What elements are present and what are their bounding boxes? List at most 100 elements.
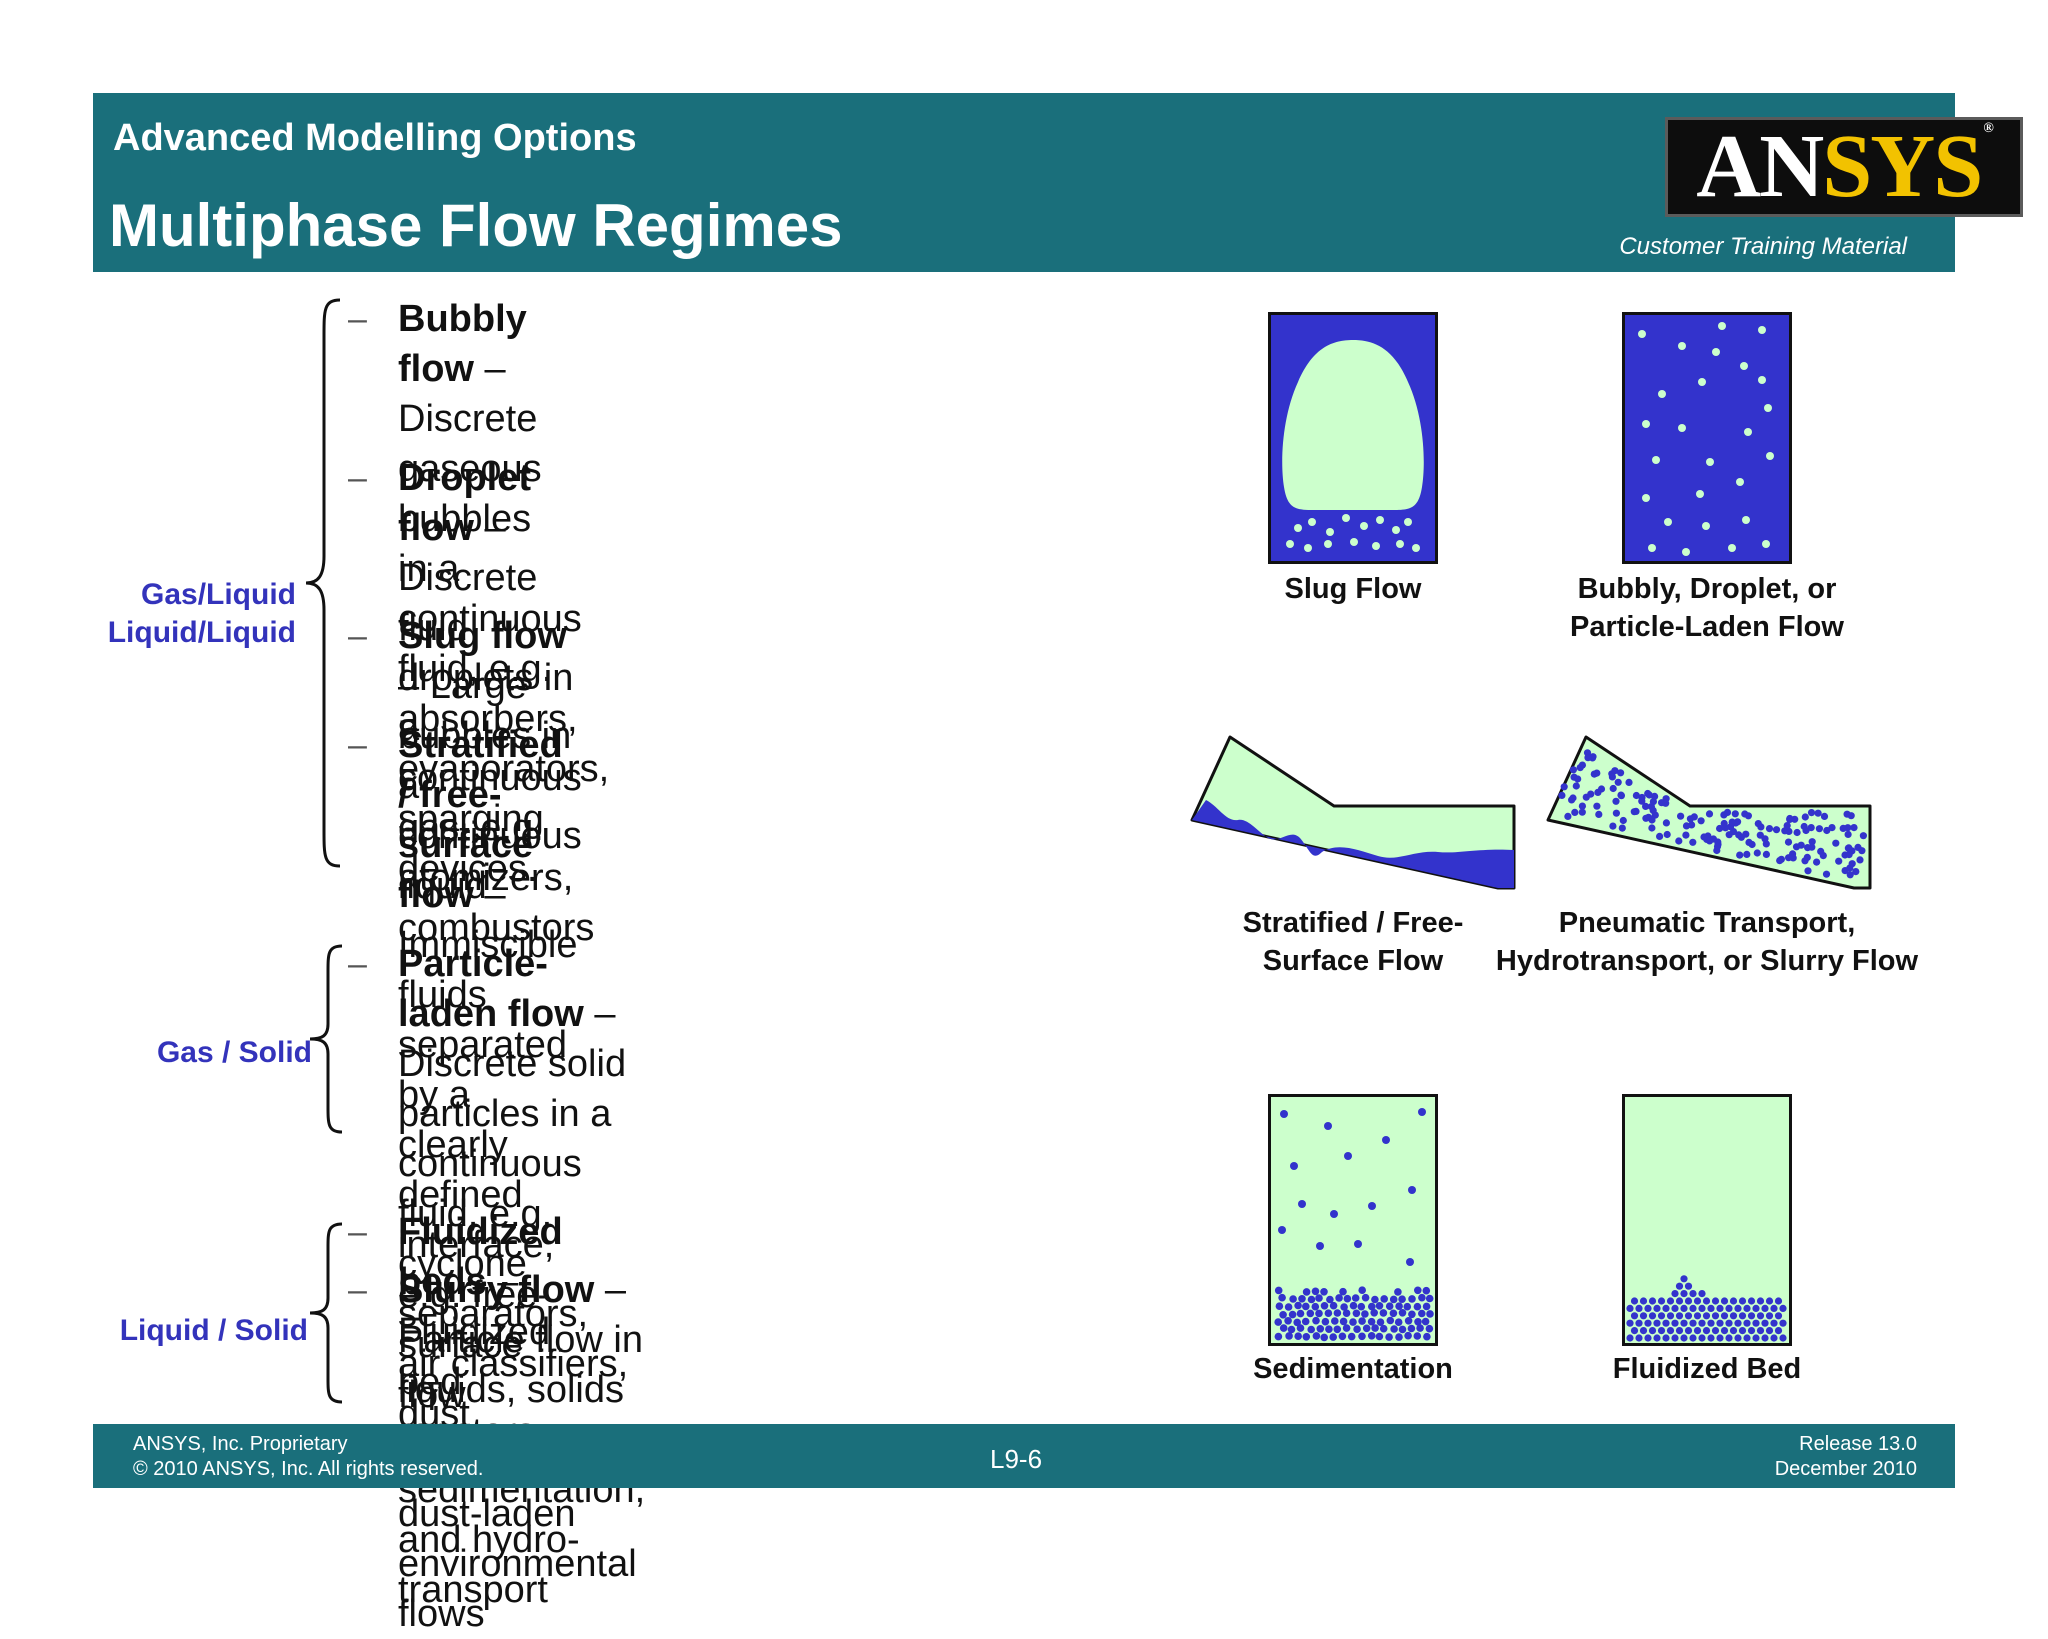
particle — [1416, 1324, 1424, 1332]
particle — [1725, 1319, 1733, 1327]
particle — [1682, 831, 1690, 839]
particle — [1662, 819, 1670, 827]
particle — [1287, 1325, 1296, 1334]
footer-proprietary: ANSYS, Inc. Proprietary — [133, 1433, 348, 1455]
particle — [1361, 1293, 1370, 1302]
bubble — [1718, 322, 1726, 330]
particle — [1361, 1310, 1369, 1318]
particle — [1662, 1304, 1670, 1312]
particle — [1807, 809, 1816, 817]
particle — [1379, 1324, 1388, 1333]
bullet-term: Particle-laden flow — [398, 943, 584, 1035]
particle — [1675, 1297, 1684, 1305]
bullet-dash: – — [348, 617, 367, 655]
particle — [1375, 1302, 1384, 1310]
particle — [1407, 1324, 1416, 1333]
particle — [1713, 842, 1722, 851]
particle — [1662, 795, 1670, 803]
particle — [1302, 1288, 1311, 1296]
particle — [1711, 1297, 1720, 1305]
particle — [1408, 1186, 1416, 1194]
particle — [1689, 1304, 1697, 1312]
particle — [1418, 1108, 1426, 1116]
group-label-gas-solid: Gas / Solid — [156, 1036, 312, 1069]
particle — [1306, 1309, 1315, 1318]
particle — [1716, 1304, 1724, 1312]
particle — [1320, 1333, 1328, 1342]
particle — [1293, 1318, 1301, 1327]
particle — [1279, 1311, 1287, 1319]
particle — [1648, 824, 1656, 832]
particle — [1296, 1309, 1305, 1318]
particle — [1630, 1312, 1639, 1320]
particle — [1644, 1304, 1652, 1312]
particle — [1342, 1309, 1351, 1317]
particle — [1279, 1324, 1288, 1332]
particle — [1630, 808, 1638, 816]
particle — [1690, 813, 1698, 821]
particle — [1644, 1334, 1652, 1342]
bullet-term: Slurry flow — [398, 1269, 595, 1311]
bubble — [1702, 522, 1710, 530]
brace-liquid-solid — [309, 1222, 343, 1404]
particle — [1800, 822, 1808, 831]
particle — [1689, 838, 1697, 846]
particle — [1807, 824, 1815, 832]
particle — [1832, 839, 1840, 847]
particle — [1578, 761, 1586, 769]
particle — [1612, 809, 1620, 817]
particle — [1618, 824, 1626, 832]
particle — [1752, 1334, 1760, 1342]
particle — [1609, 822, 1617, 830]
particle — [1639, 1327, 1648, 1335]
particle — [1619, 816, 1627, 825]
particle — [1662, 1319, 1670, 1327]
particle — [1845, 851, 1853, 859]
sedimentation-figure — [1268, 1094, 1438, 1346]
particle — [1774, 1297, 1783, 1305]
footer-release-date: December 2010 — [1774, 1458, 1917, 1480]
particle — [1307, 1295, 1316, 1304]
particle — [1612, 797, 1620, 805]
particle — [1774, 1312, 1783, 1320]
bubble — [1682, 548, 1690, 556]
particle — [1426, 1310, 1434, 1318]
particle — [1706, 837, 1714, 845]
bubble — [1706, 458, 1714, 466]
particle — [1856, 856, 1864, 864]
particle — [1689, 1319, 1697, 1327]
particle — [1698, 1319, 1706, 1327]
particle — [1675, 1312, 1684, 1320]
particle — [1614, 778, 1622, 786]
particle — [1564, 812, 1572, 820]
particle — [1353, 1325, 1361, 1333]
particle — [1316, 1325, 1325, 1333]
particle — [1371, 1295, 1379, 1304]
particle — [1675, 1327, 1684, 1335]
particle — [1742, 830, 1750, 838]
bullet-description: – Discrete fluid droplets in a continuou… — [398, 507, 595, 949]
particle — [1390, 1325, 1398, 1333]
particle — [1379, 1309, 1388, 1317]
particle — [1844, 830, 1852, 838]
particle — [1729, 1312, 1738, 1320]
particle — [1358, 1286, 1366, 1294]
bubble — [1696, 490, 1704, 498]
footer-release-version: Release 13.0 — [1799, 1433, 1917, 1455]
particle — [1741, 810, 1749, 818]
particle — [1716, 824, 1724, 833]
bubble — [1294, 524, 1302, 532]
particle — [1671, 1334, 1679, 1342]
particle — [1846, 871, 1854, 879]
particle — [1852, 868, 1860, 876]
bubble — [1728, 544, 1736, 552]
bullet-description: – Discrete solid particles in a continuo… — [398, 993, 637, 1635]
particle — [1298, 1295, 1306, 1303]
particle — [1689, 1290, 1697, 1298]
particle — [1578, 808, 1586, 816]
particle — [1656, 832, 1664, 840]
bubble — [1392, 526, 1400, 534]
particle — [1324, 1309, 1333, 1317]
particle — [1707, 1319, 1715, 1327]
bubble — [1412, 544, 1420, 552]
